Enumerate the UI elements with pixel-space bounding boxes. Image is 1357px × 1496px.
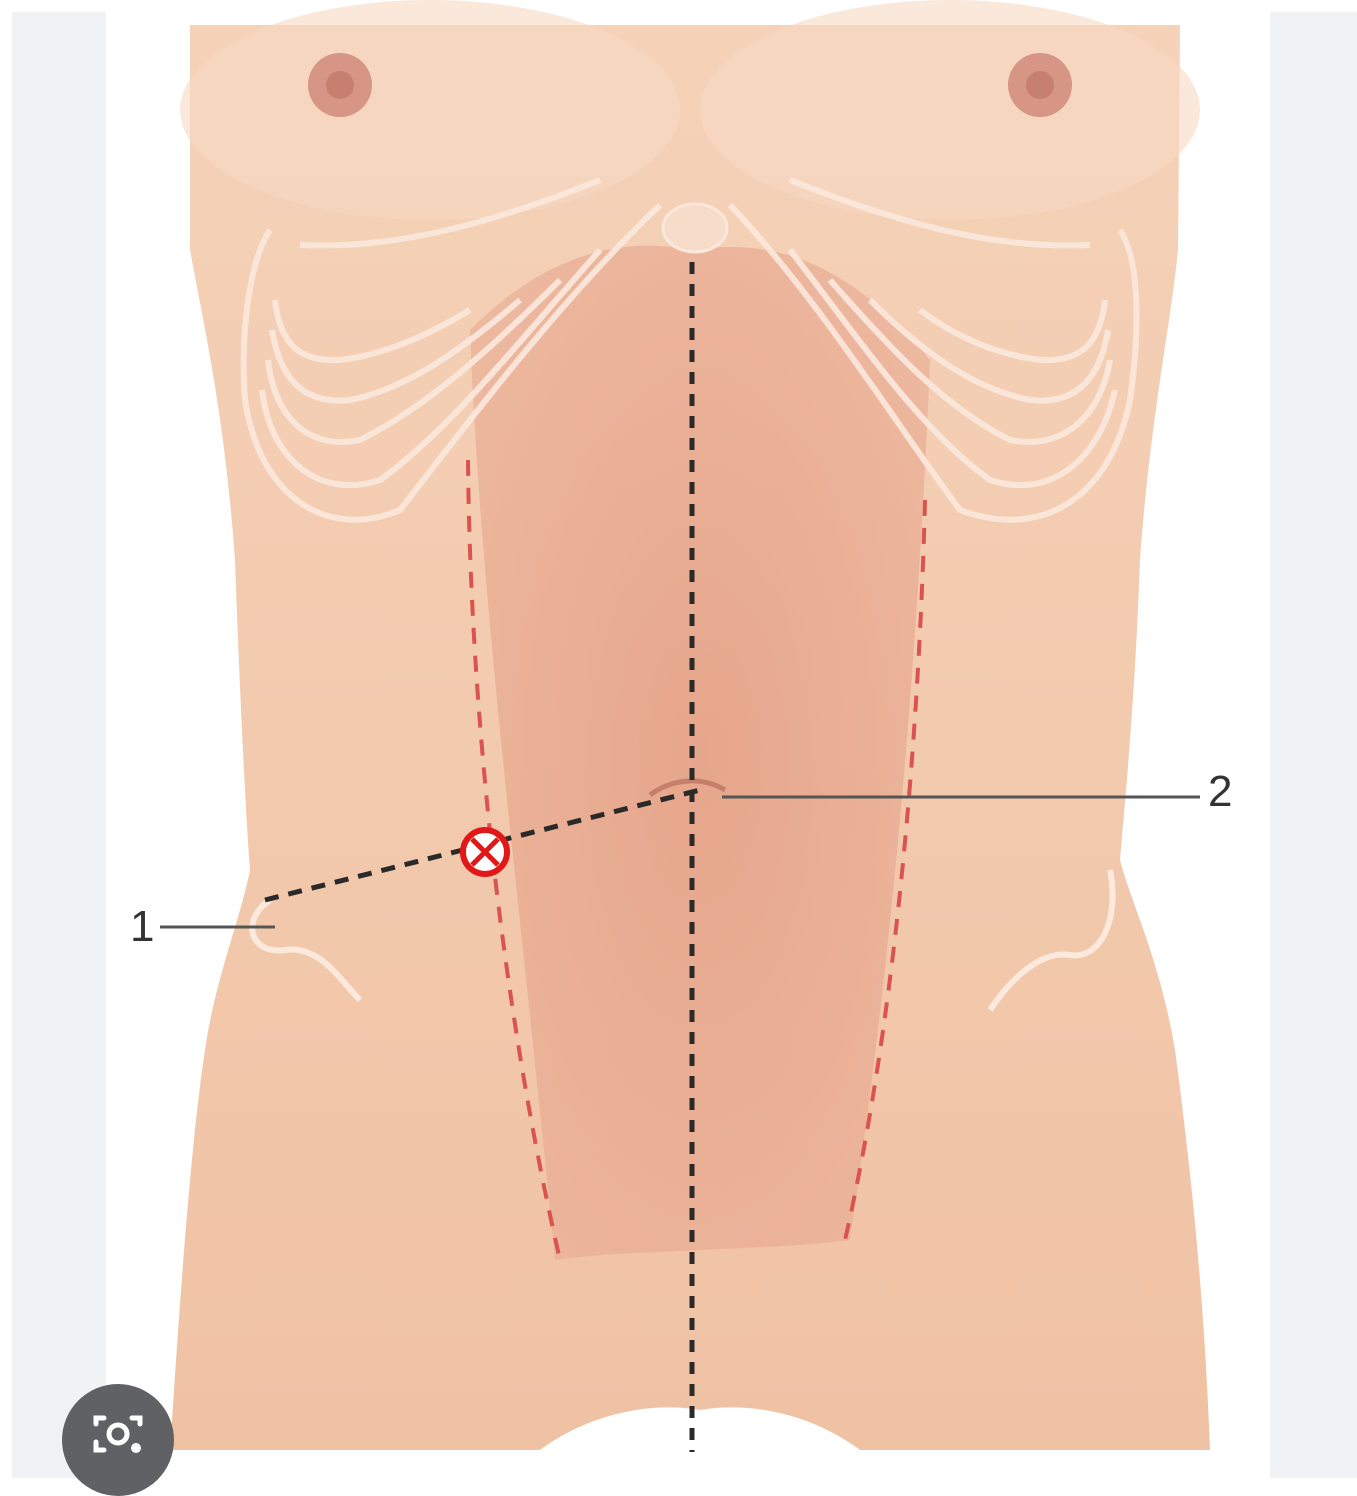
right-pectoral xyxy=(700,0,1200,220)
lens-search-button[interactable] xyxy=(62,1384,174,1496)
camera-search-icon xyxy=(88,1410,148,1460)
callout-label-2: 2 xyxy=(1208,770,1232,814)
xiphoid-process xyxy=(663,204,727,252)
left-pectoral xyxy=(180,0,680,220)
left-nipple-center xyxy=(326,71,354,99)
circle-cross-marker-icon xyxy=(463,830,507,874)
right-nipple-center xyxy=(1026,71,1054,99)
callout-label-1: 1 xyxy=(130,905,154,949)
